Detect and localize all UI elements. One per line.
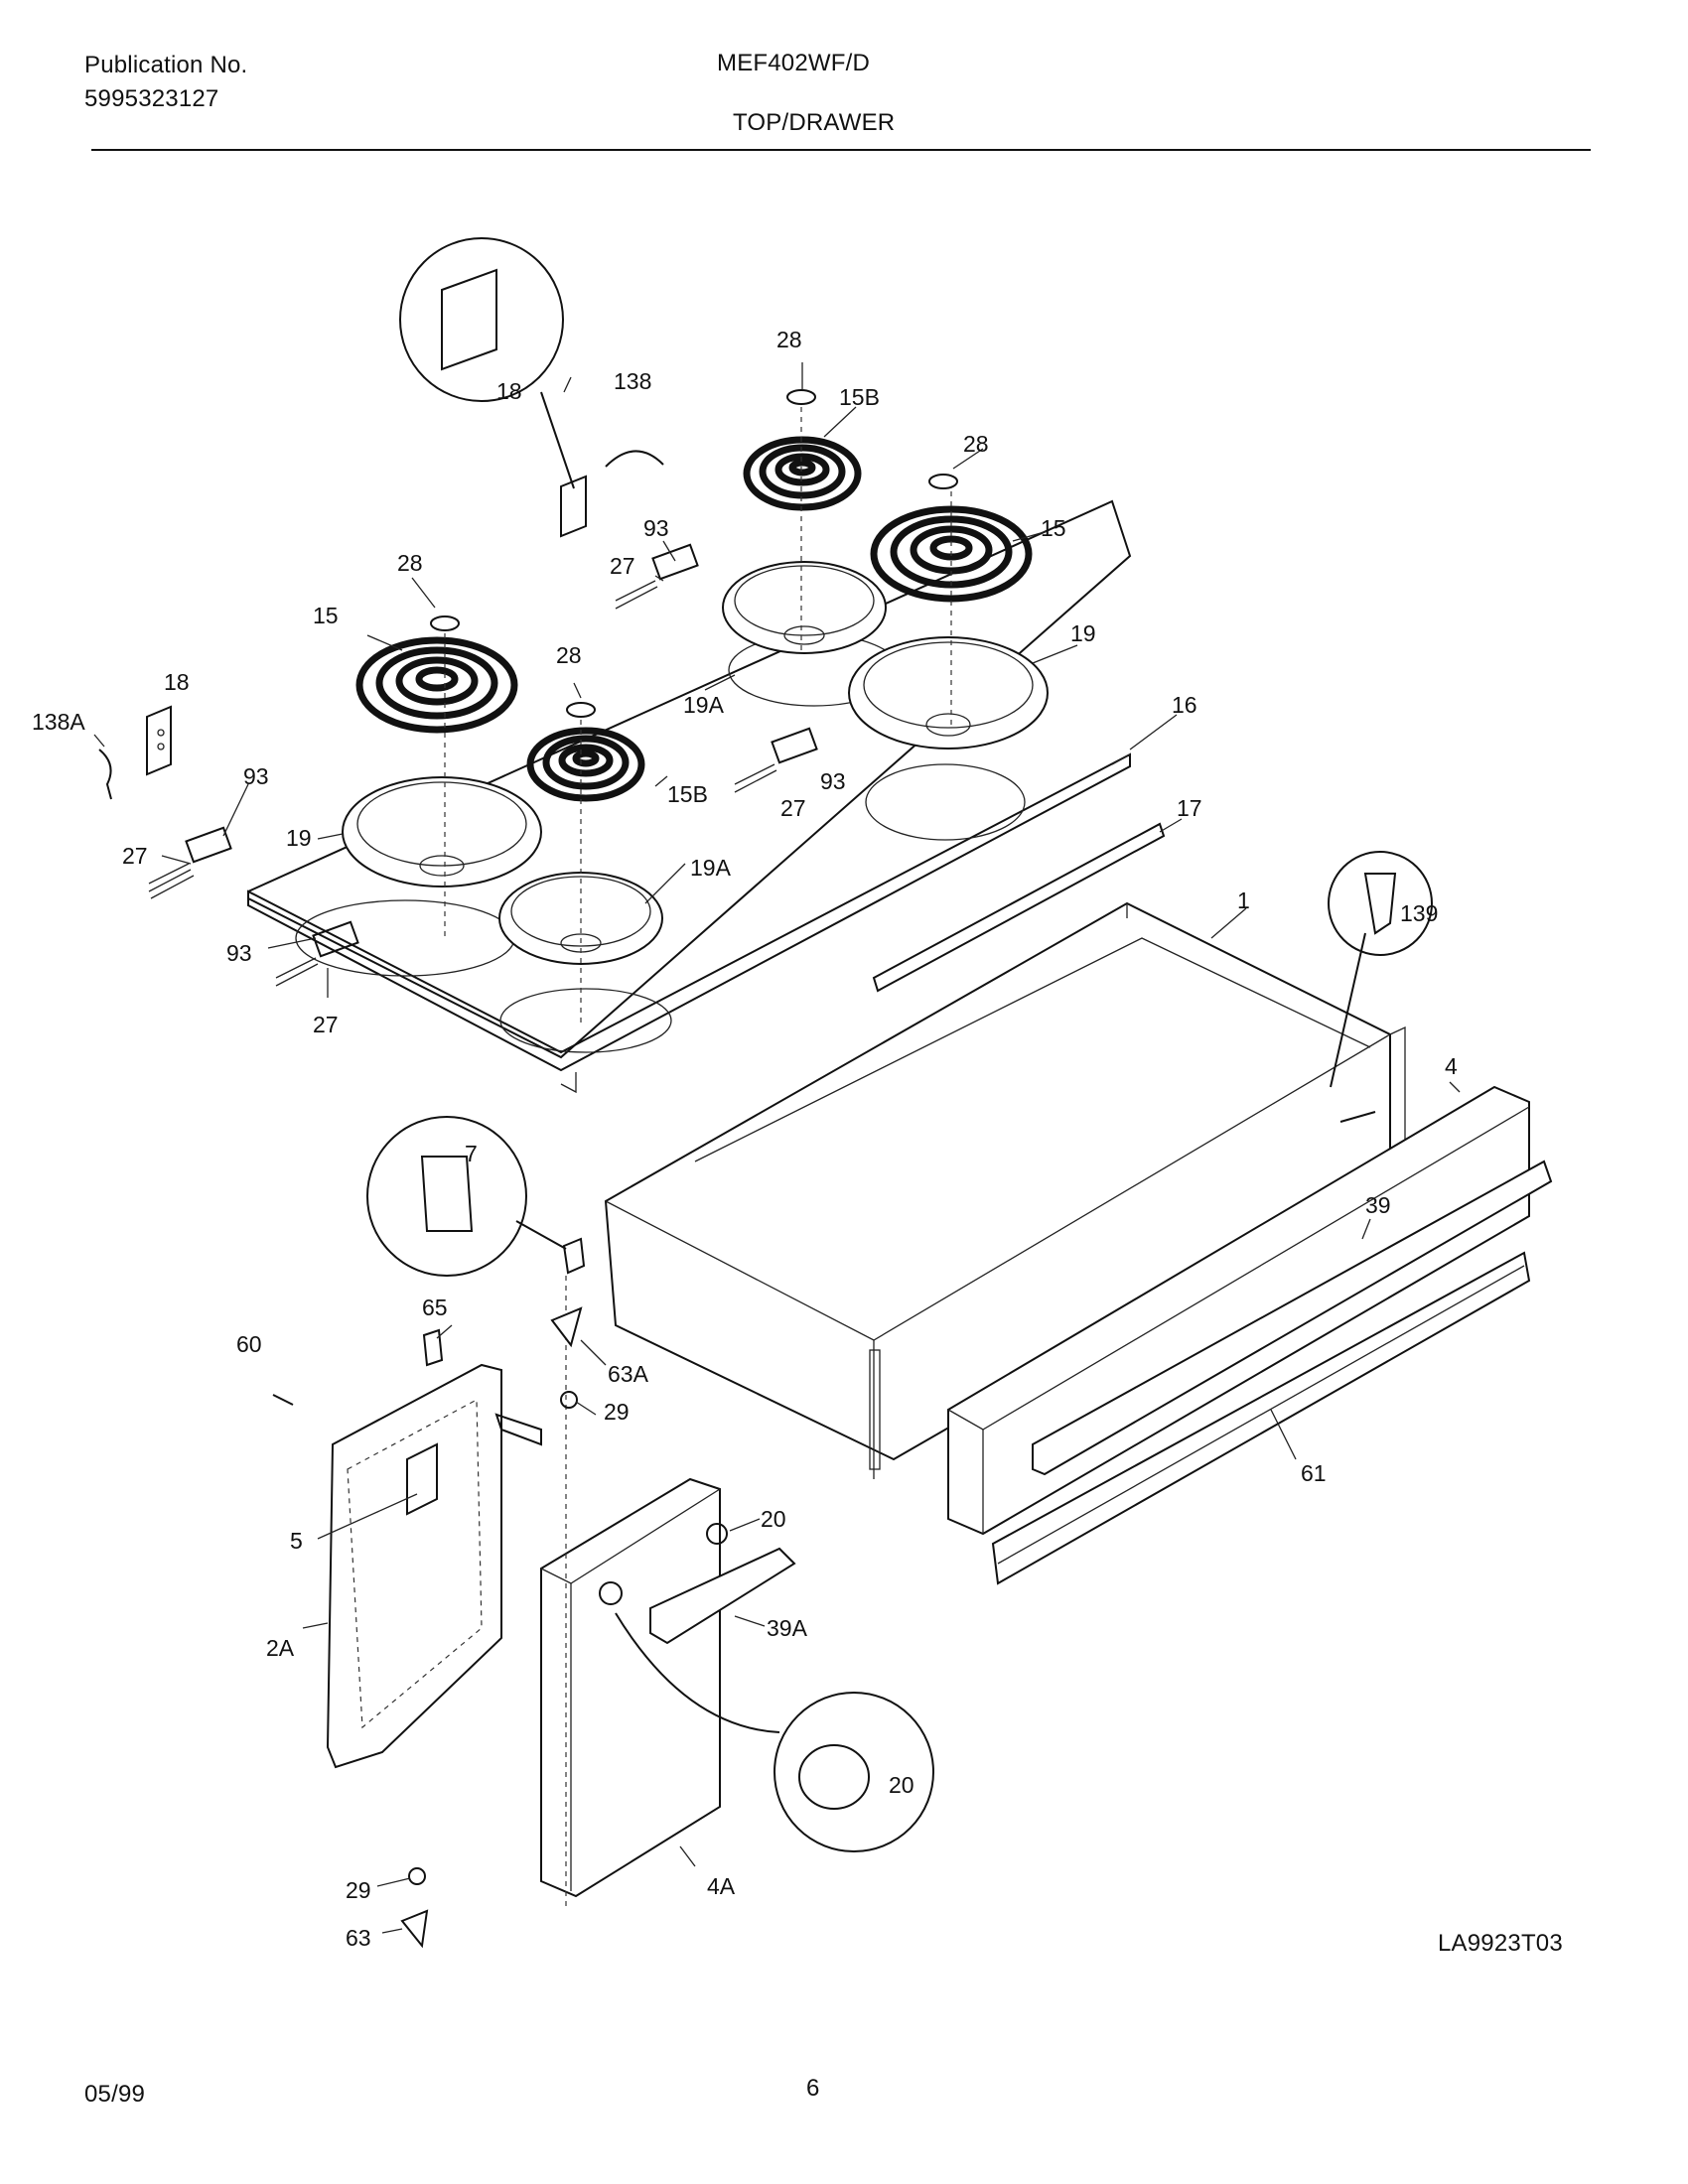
callout-16: 16 bbox=[1172, 692, 1197, 718]
callout-2a: 2A bbox=[266, 1635, 295, 1661]
callout-15b-b: 15B bbox=[667, 781, 708, 807]
callout-39a: 39A bbox=[767, 1615, 808, 1641]
header-rule bbox=[91, 149, 1591, 151]
callout-20-a: 20 bbox=[761, 1506, 786, 1532]
callout-27-d: 27 bbox=[313, 1012, 339, 1037]
callout-19-a: 19 bbox=[1070, 620, 1096, 646]
callout-15-a: 15 bbox=[1041, 515, 1066, 541]
callout-7: 7 bbox=[465, 1141, 478, 1166]
callout-61: 61 bbox=[1301, 1460, 1327, 1486]
callout-27-c: 27 bbox=[780, 795, 806, 821]
callout-4: 4 bbox=[1445, 1053, 1458, 1079]
callout-28-c: 28 bbox=[397, 550, 423, 576]
callout-1: 1 bbox=[1237, 887, 1250, 913]
receptacles bbox=[148, 543, 818, 987]
callout-19a-a: 19A bbox=[683, 692, 725, 718]
callout-labels: 18 138 28 15B 28 15 93 27 28 15 28 19 19… bbox=[32, 327, 1458, 1951]
callout-15b-a: 15B bbox=[839, 384, 880, 410]
callout-18: 18 bbox=[164, 669, 190, 695]
diagram-code: LA9923T03 bbox=[1438, 1930, 1563, 1957]
model-number: MEF402WF/D bbox=[717, 50, 871, 76]
element-right-rear bbox=[743, 436, 862, 511]
element-left-front bbox=[526, 727, 645, 802]
front-rail bbox=[872, 822, 1166, 993]
callout-27-b: 27 bbox=[122, 843, 148, 869]
callout-63: 63 bbox=[346, 1925, 371, 1951]
page-number: 6 bbox=[806, 2075, 820, 2102]
callout-28-b: 28 bbox=[963, 431, 989, 457]
callout-20-b: 20 bbox=[889, 1772, 914, 1798]
callout-138: 138 bbox=[614, 368, 651, 394]
footer-date: 05/99 bbox=[84, 2081, 146, 2108]
callout-19-b: 19 bbox=[286, 825, 312, 851]
callout-93-c: 93 bbox=[820, 768, 846, 794]
callout-28-a: 28 bbox=[776, 327, 802, 352]
callout-29-b: 29 bbox=[346, 1877, 371, 1903]
section-title: TOP/DRAWER bbox=[733, 109, 896, 136]
callout-139: 139 bbox=[1400, 900, 1438, 926]
small-parts bbox=[98, 450, 1376, 1949]
callout-93-a: 93 bbox=[643, 515, 669, 541]
storage-door bbox=[540, 1477, 796, 1898]
drawer-front-panel bbox=[947, 1085, 1553, 1585]
callout-18-detail: 18 bbox=[496, 378, 522, 404]
callout-19a-b: 19A bbox=[690, 855, 732, 881]
callout-4a: 4A bbox=[707, 1873, 736, 1899]
callout-17: 17 bbox=[1177, 795, 1202, 821]
callout-15-b: 15 bbox=[313, 603, 339, 628]
callout-39: 39 bbox=[1365, 1192, 1391, 1218]
callout-65: 65 bbox=[422, 1295, 448, 1320]
callout-93-b: 93 bbox=[243, 763, 269, 789]
callout-29-a: 29 bbox=[604, 1399, 630, 1425]
publication-number: 5995323127 bbox=[84, 85, 219, 112]
assembly-center-lines bbox=[444, 407, 952, 1906]
detail-circles bbox=[366, 237, 1433, 1852]
callout-93-d: 93 bbox=[226, 940, 252, 966]
leader-lines bbox=[93, 362, 1461, 1934]
publication-label: Publication No. bbox=[84, 52, 248, 78]
callout-5: 5 bbox=[290, 1528, 303, 1554]
callout-28-d: 28 bbox=[556, 642, 582, 668]
trim-caps bbox=[430, 389, 958, 718]
callout-63a: 63A bbox=[608, 1361, 649, 1387]
callout-27-a: 27 bbox=[610, 553, 635, 579]
callout-60: 60 bbox=[236, 1331, 262, 1357]
callout-138a: 138A bbox=[32, 709, 85, 735]
element-left-rear bbox=[355, 636, 518, 734]
surface-elements bbox=[355, 436, 1033, 802]
side-frame bbox=[326, 1363, 542, 1769]
